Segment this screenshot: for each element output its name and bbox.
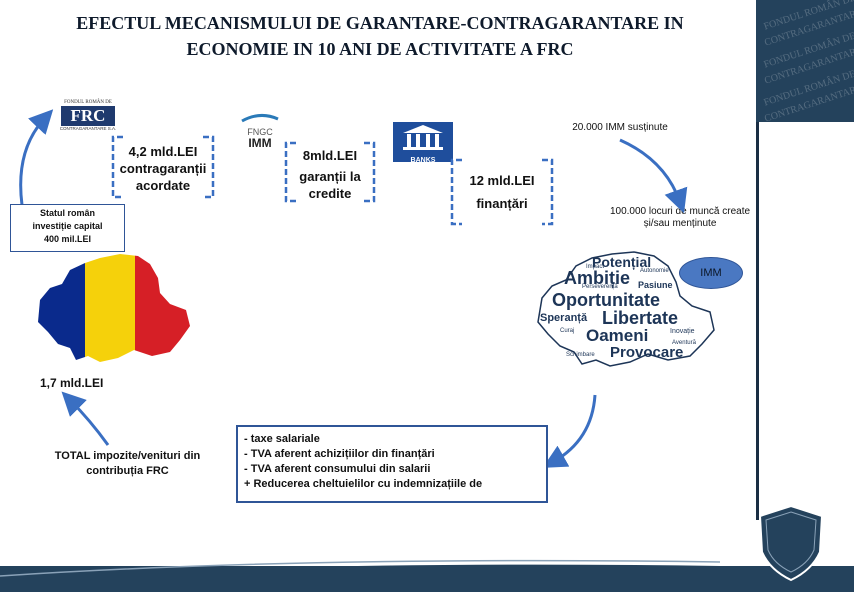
state-box-line-2: investiție capital [32,221,103,231]
jobs-line-2: și/sau menținute [643,218,717,229]
word-aventura: Aventură [672,340,696,346]
frc-logo-mark: FRC [61,106,115,126]
word-autonomie: Autonomie [640,268,669,274]
bank-building-icon [403,125,443,150]
tax-revenue-amount: 1,7 mld.LEI [40,376,104,390]
word-curaj: Curaj [560,328,575,334]
box2-label-2: credite [308,186,352,201]
word-speranta: Speranță [540,312,588,324]
taxes-box: - taxe salariale - TVA aferent achiziții… [236,425,548,503]
title-line-1: EFECTUL MECANISMULUI DE GARANTARE-CONTRA… [76,13,684,33]
box1-label: contragaranții [119,161,207,176]
imm-badge-label: IMM [700,267,722,279]
total-revenue-label: TOTAL impozite/venituri din contribuția … [40,449,215,479]
word-potential: Potențial [592,254,652,270]
romania-flag-map [38,254,190,362]
state-box-line-3: 400 mil.LEI [43,234,92,244]
tax-item: + Reducerea cheltuielilor cu indemnizați… [244,478,483,490]
state-investment-box: Statul român investiție capital 400 mil.… [10,204,125,252]
contraguarantees-box: 4,2 mld.LEI contragaranții acordate [111,135,215,199]
shield-emblem-icon [758,504,824,582]
financing-box: 12 mld.LEI finanțări [450,158,554,226]
divider-line [756,122,759,520]
word-perseverenta: Perseverență [582,284,618,290]
box1-brackets [111,135,215,199]
frc-logo-bottom: CONTRAGARANTARE S.A. [59,126,117,131]
box2-amount: 8mld.LEI [302,148,358,163]
imm-badge: IMM [679,257,743,289]
fngc-logo: FNGC IMM [240,110,280,149]
word-provocare: Provocare [610,344,684,361]
fngc-swoosh-icon [241,114,279,123]
tax-item: - TVA aferent achizițiilor din finanțări [244,448,435,460]
banks-label: BANKS [410,157,436,164]
guarantees-box: 8mld.LEI garanții la credite [284,141,376,203]
word-ambitie: Ambiție [564,268,631,288]
imm-wordcloud: Potențial Ambiție Pasiune Oportunitate S… [530,248,720,373]
box3-label: finanțări [476,196,528,211]
title-line-2: ECONOMIE IN 10 ANI DE ACTIVITATE A FRC [186,39,574,59]
tax-item: - taxe salariale [244,433,320,445]
banks-logo: BANKS [393,122,453,164]
box2-brackets [284,141,376,203]
wordcloud-shape [537,251,715,367]
box1-amount: 4,2 mld.LEI [128,144,198,159]
total-line-2: contribuția FRC [86,465,169,477]
page-title: EFECTUL MECANISMULUI DE GARANTARE-CONTRA… [20,10,740,62]
tax-item: - TVA aferent consumului din salarii [244,463,431,475]
state-box-line-1: Statul român [39,208,95,218]
brand-panel: FONDUL ROMÂN DE CONTRAGARANTARE S.A. FON… [756,0,854,122]
total-line-1: TOTAL impozite/venituri din [54,450,201,462]
word-inovatie: Inovație [670,328,695,335]
footer-wave [0,559,760,592]
word-pasiune: Pasiune [638,280,673,290]
imm-supported-text: 20.000 IMM susținute [572,122,668,133]
word-schimbare: Schimbare [566,352,595,358]
frc-logo-top: FONDUL ROMÂN DE [64,100,112,105]
box2-label: garanții la [299,169,361,184]
word-oportunitate: Oportunitate [552,290,660,310]
word-oameni: Oameni [586,326,649,345]
box1-label-2: acordate [135,178,191,193]
fngc-logo-top: FNGC [247,127,273,137]
frc-logo: FONDUL ROMÂN DE FRC CONTRAGARANTARE S.A. [56,100,120,134]
word-impact: Impact [586,264,605,270]
word-libertate: Libertate [602,308,679,328]
box3-brackets [450,158,554,226]
fngc-logo-bottom: IMM [248,136,272,150]
box3-amount: 12 mld.LEI [469,173,535,188]
